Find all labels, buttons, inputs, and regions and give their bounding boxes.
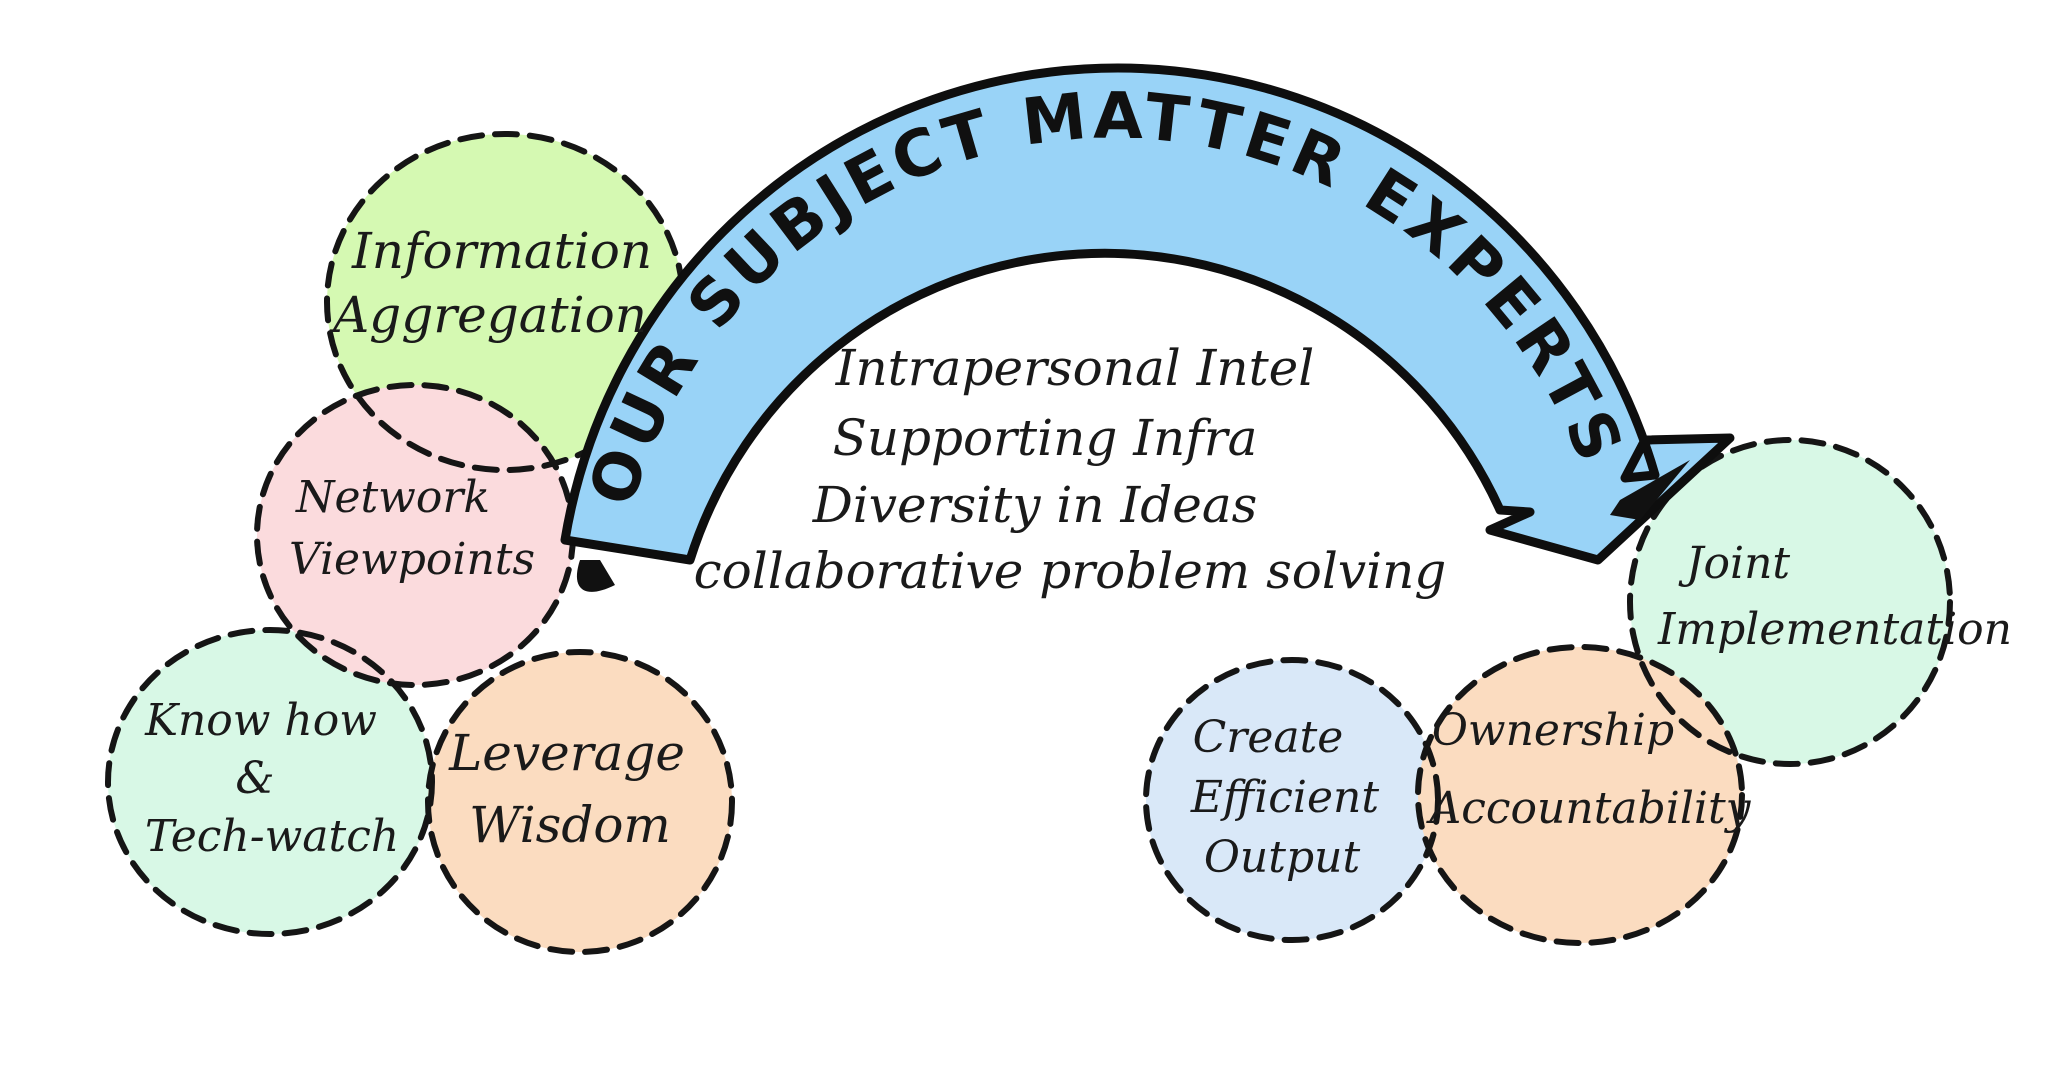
bubble-label-line: Create	[1193, 712, 1344, 763]
joint-implementation-fill	[1630, 440, 1950, 764]
ownership-label: Ownership Accountability	[1425, 705, 1751, 834]
center-list-item: Intrapersonal Intel	[835, 339, 1315, 397]
bubble-label-line: Joint	[1678, 538, 1791, 589]
leverage-wisdom-fill	[428, 652, 732, 952]
bubble-label-line: Tech-watch	[145, 811, 399, 862]
bubble-label-line: Output	[1204, 832, 1361, 883]
bubble-outlines	[105, 131, 1953, 955]
know-how-label: Know how & Tech-watch	[144, 695, 399, 862]
leverage-wisdom-label: Leverage Wisdom	[448, 724, 701, 854]
create-output-fill	[1146, 660, 1438, 940]
bubble-label-line: &	[235, 753, 274, 804]
bubble-label-line: Information	[351, 222, 652, 280]
know-how-fill	[108, 630, 432, 934]
banner-curl	[576, 560, 615, 592]
center-list: Intrapersonal Intel Supporting Infra Div…	[694, 339, 1447, 600]
center-list-item: Diversity in Ideas	[812, 476, 1258, 534]
bubble-label-line: Know how	[144, 695, 377, 746]
ownership-fill	[1418, 647, 1742, 943]
center-list-item: collaborative problem solving	[694, 542, 1447, 600]
bubble-label-line: Wisdom	[469, 796, 671, 854]
bubble-label-line: Network	[295, 472, 490, 523]
banner-band	[560, 63, 1735, 565]
ownership-outline	[1415, 644, 1745, 946]
information-aggregation-label: Information Aggregation	[329, 222, 668, 344]
center-list-item: Supporting Infra	[833, 409, 1258, 467]
bubble-label-line: Ownership	[1432, 705, 1674, 756]
bubble-label-line: Efficient	[1190, 772, 1379, 823]
joint-implementation-outline	[1627, 437, 1953, 767]
bubble-fills	[108, 134, 1950, 952]
leverage-wisdom-outline	[425, 649, 735, 955]
arrowhead-shadow	[1610, 460, 1690, 520]
network-viewpoints-fill	[257, 385, 573, 685]
network-viewpoints-label: Network Viewpoints	[289, 472, 535, 585]
bubble-label-line: Accountability	[1425, 783, 1751, 834]
bubble-label-line: Aggregation	[329, 286, 647, 344]
bubble-labels: Information Aggregation Network Viewpoin…	[144, 222, 2012, 883]
bubble-label-line: Implementation	[1657, 604, 2012, 655]
joint-implementation-label: Joint Implementation	[1657, 538, 2012, 655]
create-output-label: Create Efficient Output	[1190, 712, 1393, 883]
bubble-label-line: Leverage	[448, 724, 685, 782]
bubble-label-line: Viewpoints	[289, 534, 535, 585]
create-output-outline	[1143, 657, 1441, 943]
